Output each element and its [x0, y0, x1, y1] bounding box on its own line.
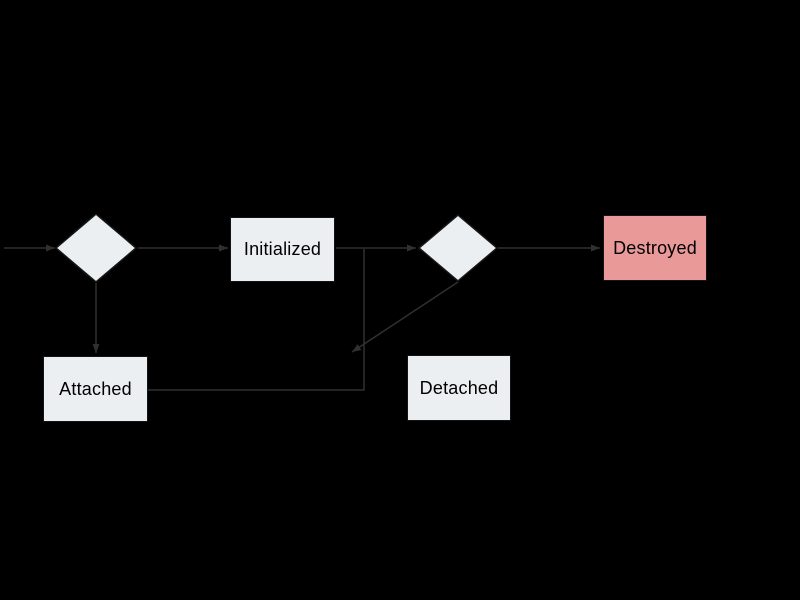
node-destroyed-label: Destroyed — [613, 237, 697, 258]
node-initialized: Initialized — [230, 217, 335, 282]
node-detached-label: Detached — [419, 377, 499, 398]
decision-diamond-right — [417, 214, 499, 282]
node-initialized-label: Initialized — [243, 239, 322, 259]
node-attached: Attached — [43, 356, 148, 422]
node-attached-label: Attached — [59, 378, 132, 399]
node-destroyed: Destroyed — [603, 215, 707, 281]
node-detached: Detached — [407, 355, 511, 421]
decision-diamond-left — [54, 213, 138, 283]
edge-attached-to-decision-right — [148, 249, 365, 391]
edge-decision-right-to-detached — [351, 281, 459, 353]
